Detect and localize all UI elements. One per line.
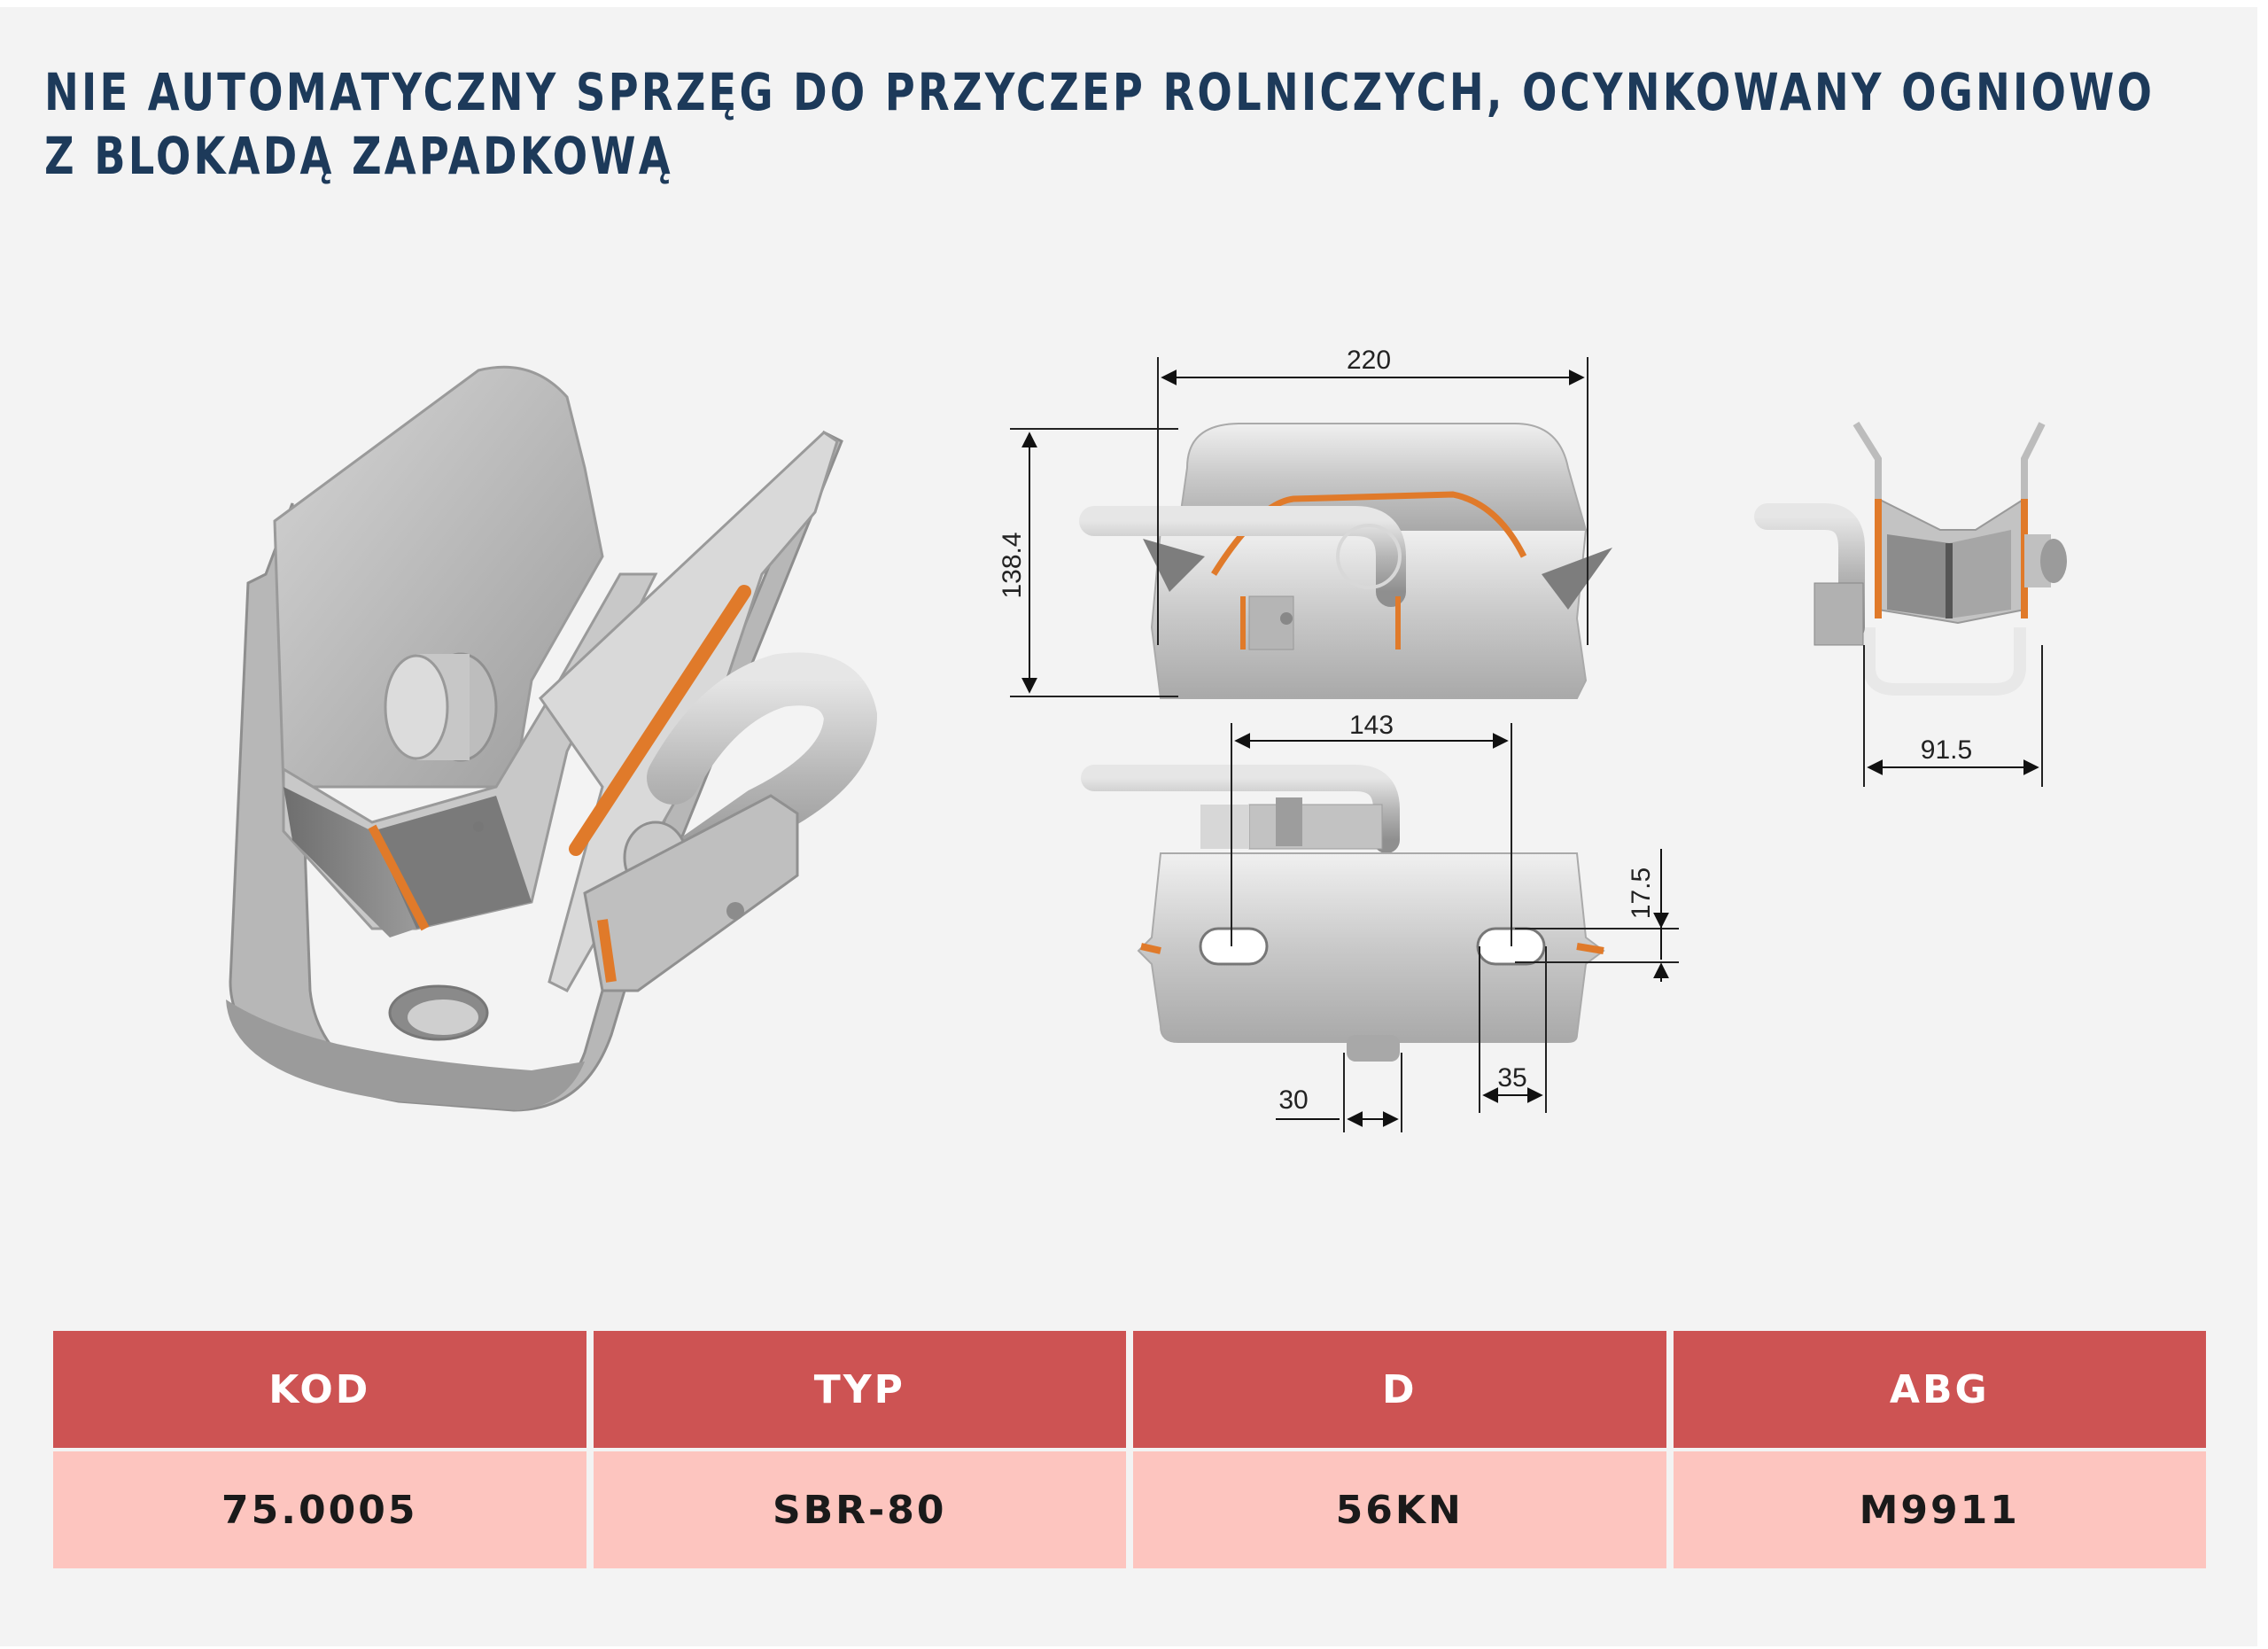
dim-offset-17-5: 17.5 — [1627, 867, 1656, 919]
dim-stub-30: 30 — [1278, 1085, 1308, 1115]
spec-table: KOD TYP D ABG 75.0005 SBR-80 56KN M9911 — [46, 1327, 2213, 1572]
title-line-1: NIE AUTOMATYCZNY SPRZĘG DO PRZYCZEP ROLN… — [44, 62, 2155, 122]
title-line-2: Z BLOKADĄ ZAPADKOWĄ — [44, 126, 673, 186]
header-kod: KOD — [53, 1331, 586, 1448]
coupling-side-view: 91.5 — [1754, 421, 2067, 787]
dim-width-220: 220 — [1347, 346, 1391, 375]
table-row: 75.0005 SBR-80 56KN M9911 — [53, 1451, 2206, 1568]
coupling-3d-view — [226, 365, 878, 1112]
cell-typ: SBR-80 — [593, 1451, 1126, 1568]
dim-side-91-5: 91.5 — [1921, 735, 1972, 765]
spec-header-row: KOD TYP D ABG — [53, 1331, 2206, 1448]
cell-kod: 75.0005 — [53, 1451, 586, 1568]
header-typ: TYP — [593, 1331, 1126, 1448]
header-d: D — [1133, 1331, 1666, 1448]
cell-d: 56KN — [1133, 1451, 1666, 1568]
coupling-bottom-view: 143 17.5 30 35 — [1081, 711, 1679, 1132]
header-abg: ABG — [1673, 1331, 2206, 1448]
technical-drawing: 220 138.4 — [226, 346, 2067, 1132]
dim-spacing-143: 143 — [1349, 711, 1394, 740]
page-title: NIE AUTOMATYCZNY SPRZĘG DO PRZYCZEP ROLN… — [44, 60, 2155, 188]
dim-height-138: 138.4 — [998, 532, 1027, 598]
dim-slot-35: 35 — [1497, 1063, 1526, 1093]
product-sheet: NIE AUTOMATYCZNY SPRZĘG DO PRZYCZEP ROLN… — [0, 7, 2257, 1646]
coupling-front-view: 220 138.4 — [998, 346, 1612, 699]
cell-abg: M9911 — [1673, 1451, 2206, 1568]
